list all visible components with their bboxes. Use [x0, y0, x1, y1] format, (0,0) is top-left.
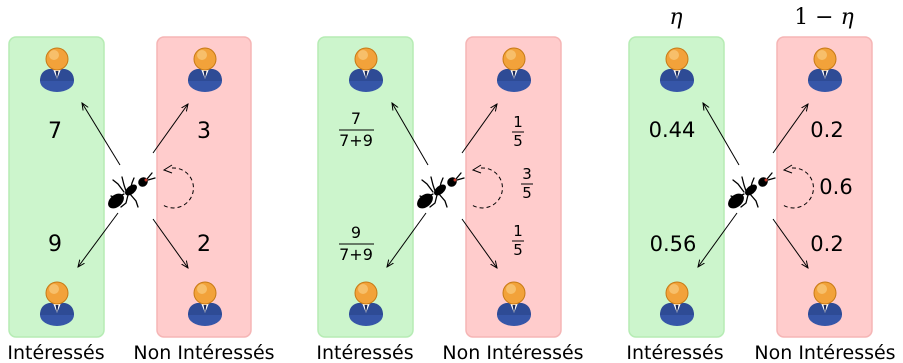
arrow-not-interested-up — [461, 104, 497, 154]
self-loop-arrow — [162, 167, 194, 209]
fraction-denominator: 5 — [522, 184, 532, 202]
fraction-denominator: 5 — [513, 132, 523, 150]
caption-interested-1: Intéressés — [7, 342, 104, 363]
fraction-interested-down: 9 7+9 — [339, 223, 374, 264]
ant-icon — [413, 172, 465, 213]
self-loop-head — [782, 164, 793, 174]
arrow-interested-down — [78, 212, 119, 267]
fraction-numerator: 1 — [513, 113, 523, 131]
value-not-interested-up: 3 — [197, 119, 211, 144]
fraction-numerator: 1 — [513, 222, 523, 240]
self-loop-arrow — [471, 167, 503, 209]
arrow-not-interested-up — [772, 104, 808, 154]
not-interested-panel-1 — [156, 36, 252, 338]
arrow-not-interested-down — [772, 218, 808, 268]
value-interested-down: 9 — [48, 232, 62, 257]
arrow-interested-down — [698, 212, 738, 267]
fraction-denominator: 5 — [513, 241, 523, 259]
self-loop-head — [162, 164, 173, 174]
header-one-minus-eta: 1 − η — [794, 5, 854, 30]
value-interested-down: 0.56 — [650, 232, 697, 256]
arrow-not-interested-down — [152, 218, 188, 268]
arrow-interested-up — [392, 103, 429, 166]
fraction-self-loop: 3 5 — [521, 165, 533, 202]
header-one-minus-eta-var: η — [841, 5, 854, 30]
fraction-interested-up: 7 7+9 — [339, 109, 374, 150]
caption-interested-3: Intéressés — [626, 342, 723, 363]
caption-interested-2: Intéressés — [316, 342, 413, 363]
value-not-interested-down: 2 — [197, 232, 211, 257]
ant-icon — [104, 172, 156, 213]
fraction-denominator: 7+9 — [339, 245, 373, 264]
caption-not-interested-3: Non Intéressés — [754, 342, 895, 363]
arrow-interested-up — [82, 103, 121, 166]
value-self-loop: 0.6 — [819, 175, 852, 199]
value-interested-up: 7 — [48, 119, 62, 144]
not-interested-panel-2 — [465, 36, 562, 338]
fraction-numerator: 7 — [351, 109, 361, 128]
arrow-not-interested-down — [461, 218, 497, 268]
value-not-interested-down: 0.2 — [810, 232, 843, 256]
arrow-interested-down — [387, 212, 427, 267]
caption-not-interested-1: Non Intéressés — [133, 342, 274, 363]
caption-not-interested-2: Non Intéressés — [442, 342, 583, 363]
not-interested-panel-3 — [776, 36, 873, 338]
self-loop-head — [471, 164, 482, 174]
header-eta: η — [669, 5, 682, 30]
ant-icon — [724, 172, 776, 213]
value-not-interested-up: 0.2 — [810, 118, 843, 142]
value-interested-up: 0.44 — [649, 118, 696, 142]
fraction-denominator: 7+9 — [339, 131, 373, 150]
arrow-not-interested-up — [152, 104, 188, 154]
fraction-not-interested-up: 1 5 — [512, 113, 524, 150]
fraction-not-interested-down: 1 5 — [512, 222, 524, 259]
fraction-numerator: 9 — [351, 223, 361, 242]
fraction-numerator: 3 — [522, 165, 532, 183]
self-loop-arrow — [782, 167, 814, 209]
arrow-interested-up — [703, 103, 740, 166]
header-one-minus-prefix: 1 − — [794, 5, 840, 30]
